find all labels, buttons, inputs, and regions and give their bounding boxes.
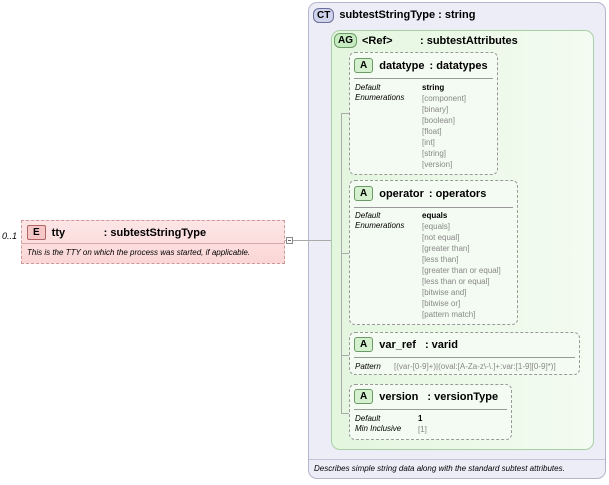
attribute-version-values: 1 [1] [418,413,427,435]
connector-branch-version [341,413,349,414]
enum-item: [float] [422,127,442,136]
complex-type-badge: CT [313,7,335,23]
minus-icon [288,240,291,241]
enum-item: [greater than] [422,244,470,253]
connector-branch-operator [341,253,349,254]
attribute-datatype: A datatype : datatypes Default Enumerati… [349,52,498,175]
enum-item: [pattern match] [422,310,476,319]
complex-type-description: Describes simple string data along with … [314,464,565,473]
attribute-var-ref: A var_ref : varid Pattern [(var-[0-9]+)|… [349,332,580,375]
attribute-datatype-default-label: Default [355,83,381,92]
attribute-group-ref: <Ref> [362,34,393,47]
attribute-version-badge: A [354,389,374,404]
connector-branch-datatype [341,113,349,114]
attribute-var-ref-pattern-value: [(var-[0-9]+)|(oval:[A-Za-z\-\.]+:var:[1… [394,362,556,371]
attribute-operator-default-label: Default [355,211,381,220]
element-description: This is the TTY on which the process was… [27,248,251,257]
attribute-datatype-name: datatype [379,59,425,72]
group-connector-line [341,113,342,413]
collapse-toggle[interactable] [286,237,293,244]
enum-item: [not equal] [422,233,460,242]
attribute-operator-values: equals [equals] [not equal] [greater tha… [422,210,501,320]
element-multiplicity: 0..1 [2,231,18,241]
attribute-version-type: : versionType [427,390,499,403]
attribute-datatype-separator [354,78,493,79]
attribute-datatype-enum-label: Enumerations [355,93,405,102]
attribute-group-name: : subtestAttributes [420,34,518,47]
element-type: : subtestStringType [103,226,207,239]
complex-type-separator [309,459,605,460]
attribute-operator-separator [354,207,513,208]
attribute-operator-header: A operator : operators [354,186,486,201]
attribute-var-ref-pattern-label: Pattern [355,362,381,371]
enum-item: [equals] [422,222,451,231]
enum-item: [int] [422,138,435,147]
enum-item: [version] [422,160,453,169]
enum-item: [component] [422,94,467,103]
complex-type-header: CT subtestStringType : string [313,7,475,23]
element-header: E tty : subtestStringType [27,225,206,240]
attribute-version-separator [354,409,507,410]
enum-item: [less than or equal] [422,277,490,286]
attribute-operator-name: operator [379,187,424,200]
attribute-version: A version : versionType Default Min Incl… [349,384,512,440]
attribute-datatype-type: : datatypes [429,59,488,72]
element-connector-line [285,240,331,241]
attribute-var-ref-separator [354,357,575,358]
attribute-version-default-label: Default [355,414,381,423]
attribute-var-ref-header: A var_ref : varid [354,337,458,352]
element-badge: E [27,225,46,240]
enum-item: [bitwise or] [422,299,461,308]
attribute-operator: A operator : operators Default Enumerati… [349,180,518,325]
element-name: tty [51,226,66,239]
enum-item: [greater than or equal] [422,266,501,275]
attribute-operator-enum-label: Enumerations [355,221,405,230]
attribute-operator-type: : operators [428,187,487,200]
enum-item: [string] [422,149,447,158]
attribute-datatype-values: string [component] [binary] [boolean] [f… [422,82,466,170]
attribute-datatype-default-value: string [422,83,445,92]
enum-item: [boolean] [422,116,455,125]
complex-type-title: subtestStringType : string [339,9,476,21]
attribute-datatype-badge: A [354,58,374,73]
attribute-datatype-header: A datatype : datatypes [354,58,488,73]
attribute-version-header: A version : versionType [354,389,498,404]
enum-item: [less than] [422,255,459,264]
enum-item: [bitwise and] [422,288,467,297]
attribute-var-ref-name: var_ref [379,338,416,351]
attribute-var-ref-type: : varid [424,338,458,351]
attribute-version-default-value: 1 [418,414,423,423]
attribute-group-header: AG <Ref> : subtestAttributes [334,33,518,48]
enum-item: [binary] [422,105,449,114]
attribute-version-min-label: Min Inclusive [355,424,402,433]
attribute-group-badge: AG [334,33,357,48]
attribute-var-ref-badge: A [354,337,374,352]
connector-branch-var-ref [341,355,349,356]
element-box[interactable]: E tty : subtestStringType This is the TT… [21,220,285,264]
attribute-operator-badge: A [354,186,374,201]
element-separator [22,243,284,244]
attribute-version-name: version [379,390,419,403]
attribute-operator-default-value: equals [422,211,448,220]
attribute-version-min-value: [1] [418,425,427,434]
